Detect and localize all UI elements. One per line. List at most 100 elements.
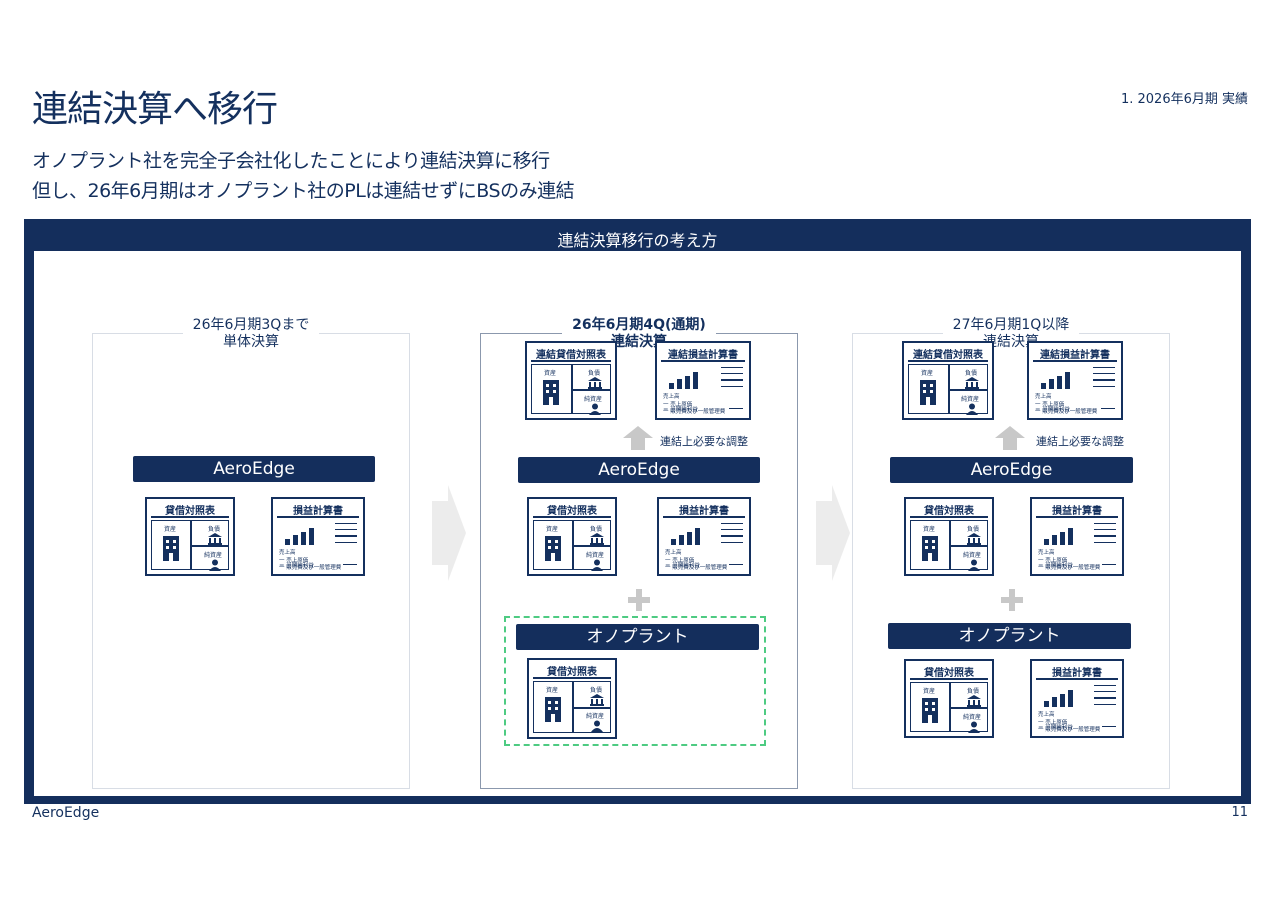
bs-title: 貸借対照表	[165, 506, 215, 517]
column-1-heading: 26年6月期3Qまで単体決算	[92, 317, 410, 351]
subsidiary-balance-sheet-card: 貸借対照表 資産 負債 純資産	[904, 659, 994, 738]
subsidiary-income-statement-card: 損益計算書 売上高 一 売上原価 一 販売費及び一般管理費 ＝ 当期純利益	[1030, 659, 1124, 738]
person-icon	[968, 559, 980, 571]
bs-title: 貸借対照表	[547, 506, 597, 517]
balance-sheet-card: 貸借対照表 資産 負債 純資産	[527, 497, 617, 576]
bar-chart-icon	[671, 523, 705, 545]
assets-label: 資産	[921, 370, 934, 377]
bank-icon	[590, 533, 604, 545]
cogs-label: 一 売上原価	[1038, 719, 1068, 726]
person-icon	[209, 559, 221, 571]
net-assets-label: 純資産	[963, 714, 982, 721]
page-number: 11	[1231, 805, 1248, 820]
bar-chart-icon	[669, 367, 703, 389]
bs-only-consolidation-highlight	[504, 616, 766, 746]
adjustment-label: 連結上必要な調整	[1036, 435, 1124, 448]
pl-title: 損益計算書	[679, 506, 729, 517]
bs-title: 貸借対照表	[547, 667, 597, 678]
building-icon	[922, 536, 938, 561]
net-income-label: ＝ 当期純利益	[665, 561, 743, 569]
consolidated-pl-title: 連結損益計算書	[668, 350, 738, 361]
net-income-label: ＝ 当期純利益	[1035, 405, 1115, 413]
person-icon	[591, 559, 603, 571]
pl-title: 損益計算書	[1052, 668, 1102, 679]
person-icon	[589, 403, 601, 415]
person-icon	[591, 720, 603, 732]
bs-title: 貸借対照表	[924, 506, 974, 517]
sales-label: 売上高	[1038, 550, 1055, 556]
building-icon	[163, 536, 179, 561]
bank-icon	[590, 694, 604, 706]
building-icon	[545, 697, 561, 722]
bs-title: 貸借対照表	[924, 668, 974, 679]
bar-chart-icon	[1044, 685, 1078, 707]
balance-sheet-card: 貸借対照表 資産 負債 純資産	[904, 497, 994, 576]
bar-chart-icon	[1044, 523, 1078, 545]
income-statement-card: 損益計算書 売上高 一 売上原価 一 販売費及び一般管理費 ＝ 当期純利益	[1030, 497, 1124, 576]
up-arrow-icon	[995, 426, 1025, 450]
liabilities-label: 負債	[965, 370, 978, 377]
sga-label: 一 販売費及び一般管理費	[663, 409, 726, 415]
column-2-heading-line2: 連結決算	[610, 334, 667, 351]
onoplant-bar: オノプラント	[888, 623, 1131, 649]
assets-label: 資産	[546, 687, 559, 694]
bank-icon	[967, 695, 981, 707]
up-arrow-icon	[623, 426, 653, 450]
liabilities-label: 負債	[588, 370, 601, 377]
concept-frame: 連結決算移行の考え方 26年6月期3Qまで単体決算 26年6月期4Q(通期)連結…	[24, 219, 1251, 804]
cogs-label: 一 売上原価	[1035, 401, 1065, 408]
column-2-heading-line1: 26年6月期4Q(通期)	[572, 317, 706, 334]
bank-icon	[208, 533, 222, 545]
balance-sheet-card: 貸借対照表 資産 負債 純資産	[145, 497, 235, 576]
net-assets-label: 純資産	[586, 713, 605, 720]
assets-label: 資産	[164, 526, 177, 533]
plus-icon	[628, 589, 650, 611]
sales-label: 売上高	[279, 550, 296, 556]
consolidated-bs-title: 連結貸借対照表	[913, 350, 983, 361]
subtitle-line-2: 但し、26年6月期はオノプラント社のPLは連結せずにBSのみ連結	[32, 180, 575, 202]
footer-brand: AeroEdge	[32, 805, 100, 821]
sga-label: 一 販売費及び一般管理費	[1038, 727, 1101, 733]
consolidated-pl-title: 連結損益計算書	[1040, 350, 1110, 361]
plus-icon	[1001, 589, 1023, 611]
bank-icon	[588, 377, 602, 389]
assets-label: 資産	[546, 526, 559, 533]
bank-icon	[967, 533, 981, 545]
column-3-heading-line2: 連結決算	[983, 334, 1039, 351]
building-icon	[922, 698, 938, 723]
cogs-label: 一 売上原価	[1038, 557, 1068, 564]
consolidated-bs-title: 連結貸借対照表	[536, 350, 606, 361]
sales-label: 売上高	[1038, 712, 1055, 718]
net-income-label: ＝ 当期純利益	[279, 561, 357, 569]
net-income-label: ＝ 当期純利益	[1038, 723, 1116, 731]
bank-icon	[965, 377, 979, 389]
sga-label: 一 販売費及び一般管理費	[1035, 409, 1098, 415]
liabilities-label: 負債	[967, 526, 980, 533]
frame-title: 連結決算移行の考え方	[557, 231, 718, 250]
chevron-right-icon	[816, 485, 850, 581]
person-icon	[968, 721, 980, 733]
subtitle-line-1: オノプラント社を完全子会社化したことにより連結決算に移行	[32, 150, 550, 172]
pl-title: 損益計算書	[293, 506, 343, 517]
sga-label: 一 販売費及び一般管理費	[665, 565, 728, 571]
aeroedge-bar: AeroEdge	[518, 457, 760, 483]
liabilities-label: 負債	[208, 526, 221, 533]
onoplant-bar: オノプラント	[516, 624, 759, 650]
bar-chart-icon	[1041, 367, 1075, 389]
frame-body: 26年6月期3Qまで単体決算 26年6月期4Q(通期)連結決算 27年6月期1Q…	[34, 251, 1241, 796]
income-statement-card: 損益計算書 売上高 一 売上原価 一 販売費及び一般管理費 ＝ 当期純利益	[657, 497, 751, 576]
net-assets-label: 純資産	[584, 396, 603, 403]
column-1-heading-line2: 単体決算	[223, 334, 279, 351]
adjustment-label: 連結上必要な調整	[660, 435, 748, 448]
net-assets-label: 純資産	[961, 396, 980, 403]
consolidated-income-statement-card: 連結損益計算書 売上高 一 売上原価 一 販売費及び一般管理費 ＝ 当期純利益	[655, 341, 751, 420]
sales-label: 売上高	[665, 550, 682, 556]
net-income-label: ＝ 当期純利益	[1038, 561, 1116, 569]
liabilities-label: 負債	[590, 526, 603, 533]
sales-label: 売上高	[1035, 394, 1052, 400]
sga-label: 一 販売費及び一般管理費	[1038, 565, 1101, 571]
net-assets-label: 純資産	[586, 552, 605, 559]
building-icon	[920, 380, 936, 405]
subsidiary-balance-sheet-card: 貸借対照表 資産 負債 純資産	[527, 658, 617, 739]
bar-chart-icon	[285, 523, 319, 545]
